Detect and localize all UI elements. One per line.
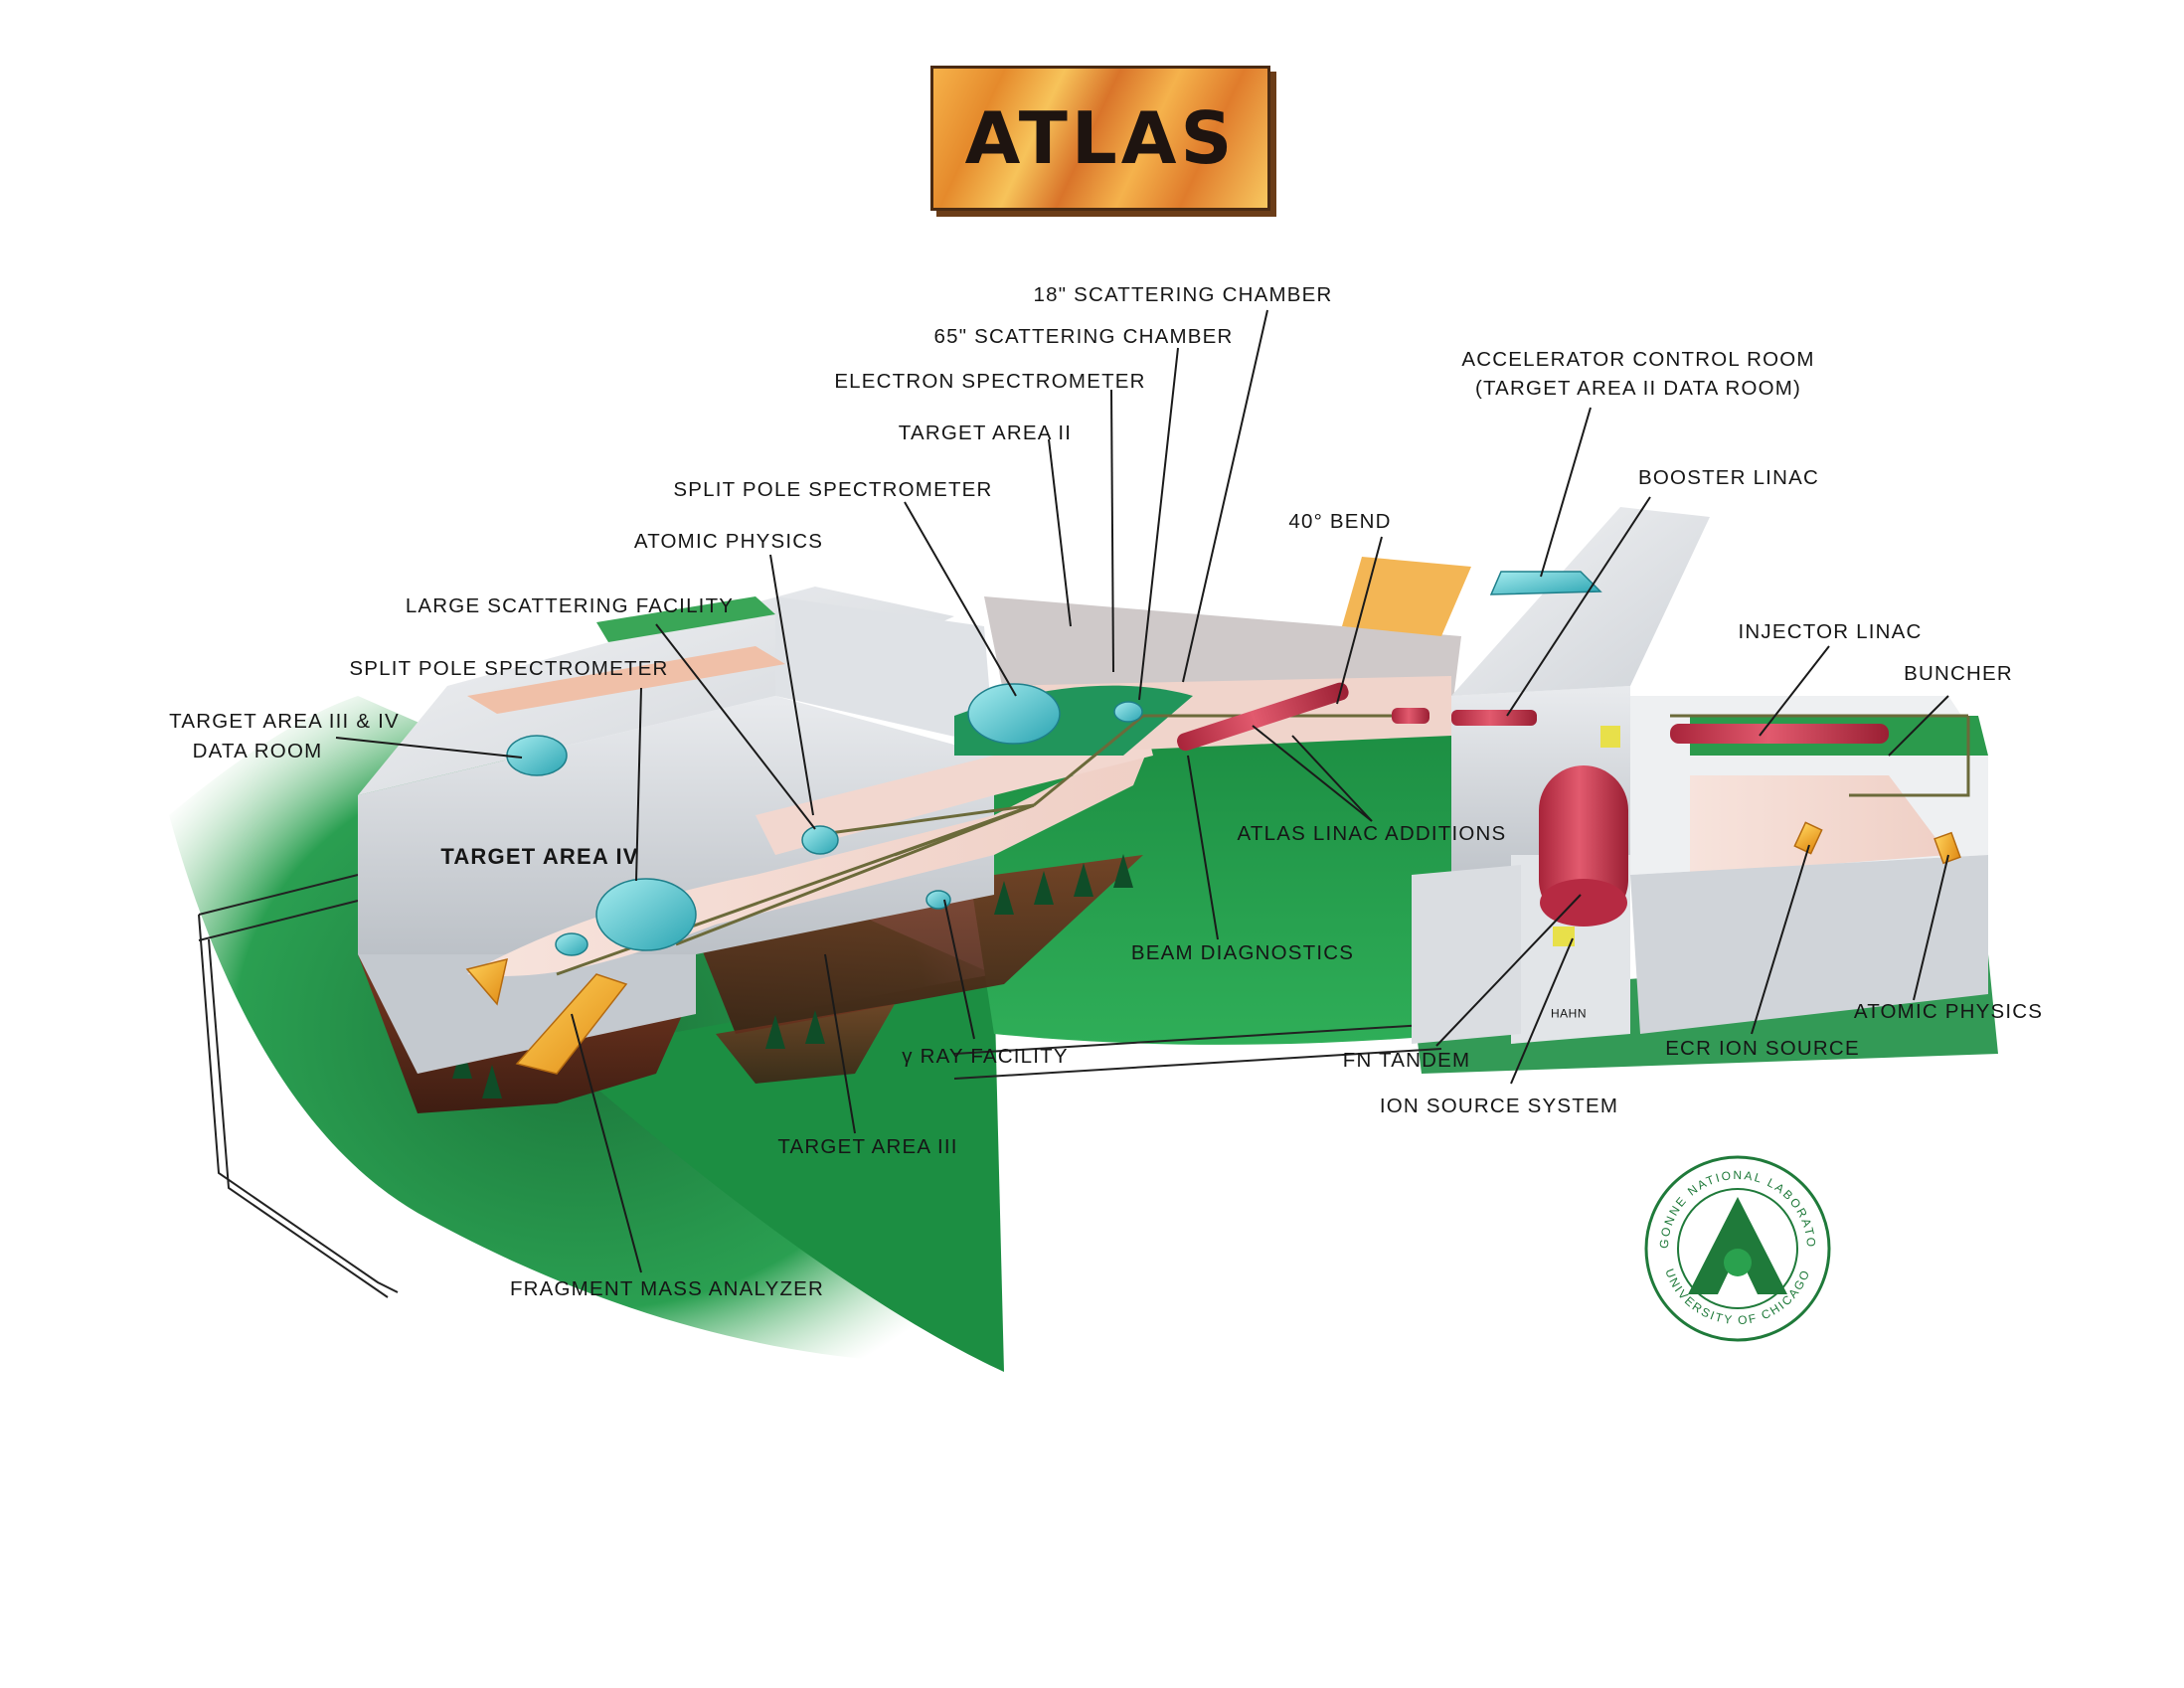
diagram-title: ATLAS xyxy=(964,96,1237,180)
label-40-degree-bend: 40° BEND xyxy=(1288,510,1392,534)
label-electron-spectrometer: ELECTRON SPECTROMETER xyxy=(834,370,1146,394)
label-target-area-3: TARGET AREA III xyxy=(777,1135,958,1159)
artist-signature: HAHN xyxy=(1550,1006,1588,1021)
label-atomic-physics-right: ATOMIC PHYSICS xyxy=(1853,1000,2044,1024)
perimeter-fence xyxy=(198,874,1442,1298)
label-accelerator-control-room-line1: ACCELERATOR CONTROL ROOM xyxy=(1461,348,1815,372)
label-atomic-physics-left: ATOMIC PHYSICS xyxy=(633,530,824,554)
label-ecr-ion-source: ECR ION SOURCE xyxy=(1665,1037,1860,1061)
label-target-area-3-4-data-room-line1: TARGET AREA III & IV xyxy=(169,710,400,734)
label-large-scattering-facility: LARGE SCATTERING FACILITY xyxy=(405,594,735,618)
label-accelerator-control-room-line2: (TARGET AREA II DATA ROOM) xyxy=(1474,377,1802,401)
label-buncher: BUNCHER xyxy=(1904,662,2013,686)
label-beam-diagnostics: BEAM DIAGNOSTICS xyxy=(1130,941,1355,965)
label-65in-scattering-chamber: 65" SCATTERING CHAMBER xyxy=(933,325,1234,349)
experimental-chambers xyxy=(506,571,1602,956)
label-target-area-4: TARGET AREA IV xyxy=(440,844,639,870)
label-fn-tandem: FN TANDEM xyxy=(1342,1049,1471,1073)
argonne-logo: ARGONNE NATIONAL LABORATORY UNIVERSITY O… xyxy=(1642,1153,1831,1342)
label-target-area-2: TARGET AREA II xyxy=(898,422,1073,445)
label-gamma-ray-facility: γ RAY FACILITY xyxy=(902,1045,1069,1069)
leader-lines xyxy=(335,309,1949,1273)
title-plate: ATLAS xyxy=(930,66,1270,211)
label-target-area-3-4-data-room-line2: DATA ROOM xyxy=(192,740,323,763)
label-atlas-linac-additions: ATLAS LINAC ADDITIONS xyxy=(1237,822,1507,846)
linac-tubes xyxy=(1177,682,1889,752)
label-booster-linac: BOOSTER LINAC xyxy=(1638,466,1819,490)
fragment-mass-analyzer-shape xyxy=(465,821,1961,1075)
label-split-pole-spectrometer-lower: SPLIT POLE SPECTROMETER xyxy=(349,657,669,681)
label-fragment-mass-analyzer: FRAGMENT MASS ANALYZER xyxy=(509,1277,825,1301)
label-injector-linac: INJECTOR LINAC xyxy=(1738,620,1923,644)
accelerator-building xyxy=(984,507,1988,1044)
label-split-pole-spectrometer-upper: SPLIT POLE SPECTROMETER xyxy=(673,478,993,502)
label-18in-scattering-chamber: 18" SCATTERING CHAMBER xyxy=(1033,283,1333,307)
label-ion-source-system: ION SOURCE SYSTEM xyxy=(1379,1095,1619,1118)
